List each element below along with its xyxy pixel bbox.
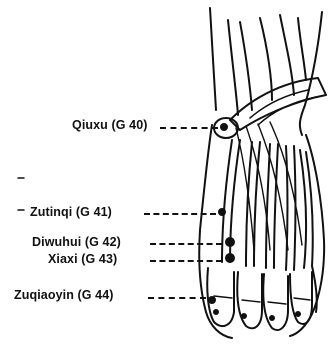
point-marker-diwuhui <box>226 238 234 246</box>
point-marker-zulinqi <box>219 209 225 215</box>
leader-zulinqi <box>144 213 216 215</box>
ankle-outline-right <box>300 12 322 135</box>
leader-xiaxi <box>150 260 222 262</box>
tendon-2 <box>240 22 252 110</box>
label-qiuxu: Qiuxu (G 40) <box>72 118 148 132</box>
foot-outline-left <box>199 125 232 338</box>
tendon-1 <box>228 20 238 115</box>
label-zulinqi: Zutinqi (G 41) <box>30 205 112 219</box>
tendon-3 <box>260 18 272 100</box>
leader-zuqiaoyin <box>148 297 206 299</box>
tendon-5 <box>298 18 306 80</box>
toe-3 <box>263 274 288 330</box>
toe-2 <box>237 272 262 328</box>
label-zuqiaoyin: Zuqiaoyin (G 44) <box>14 288 114 302</box>
leader-diwuhui <box>150 243 222 245</box>
label-diwuhui: Diwuhui (G 42) <box>32 235 121 249</box>
retinaculum <box>230 78 326 130</box>
leader-qiuxu <box>160 127 218 129</box>
metatarsal-5 <box>300 150 306 268</box>
label-xiaxi: Xiaxi (G 43) <box>48 252 117 266</box>
point-marker-qiuxu <box>221 124 227 130</box>
point-marker-xiaxi <box>226 254 234 262</box>
point-marker-zuqiaoyin <box>209 297 215 303</box>
ankle-outline <box>210 8 216 110</box>
